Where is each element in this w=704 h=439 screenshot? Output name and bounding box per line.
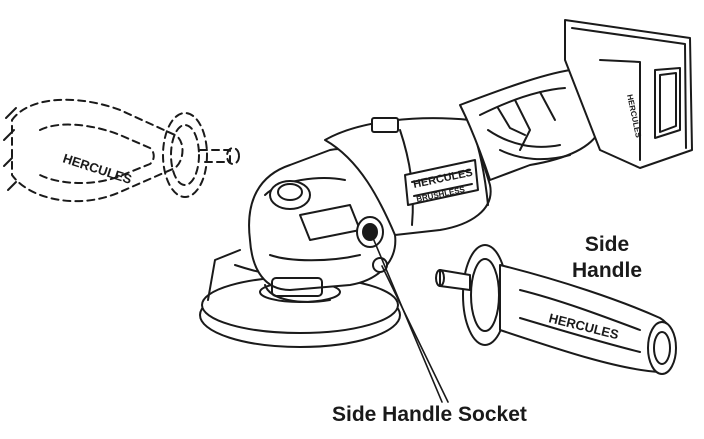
side-handle-icon <box>435 244 677 375</box>
side-handle-label-line2: Handle <box>571 259 642 282</box>
motion-ticks-icon <box>3 107 17 191</box>
side-handle-ghost-icon <box>11 98 240 203</box>
side-handle-socket-icon <box>356 216 388 273</box>
side-handle-socket-label: Side Handle Socket <box>332 403 527 426</box>
grip-body-icon <box>459 69 601 181</box>
ghost-handle-logo-text: HERCULES <box>61 151 134 187</box>
leader-line-icon <box>372 237 449 403</box>
side-handle-label-line1: Side <box>584 233 630 256</box>
ghost-handle-logo: HERCULES <box>61 151 134 187</box>
motor-housing-icon <box>324 117 492 236</box>
battery-pack-icon <box>564 19 693 169</box>
side-handle-label: Side Handle <box>552 232 662 284</box>
